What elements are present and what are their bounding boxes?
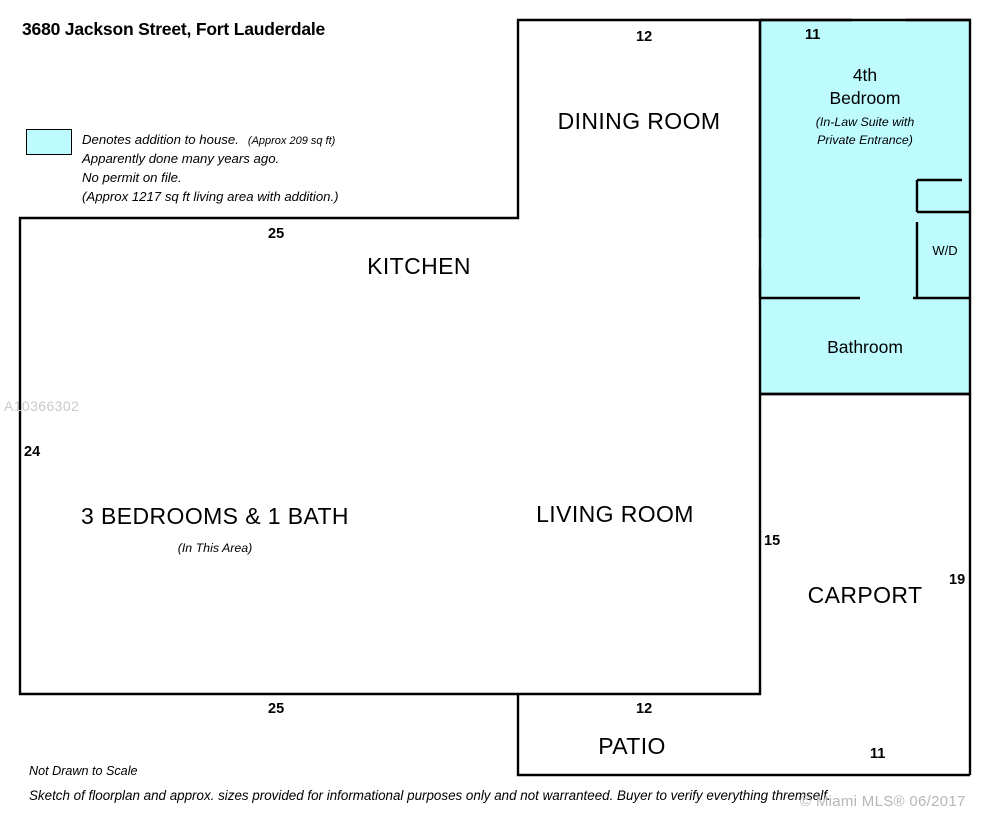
dimension-patio-top: 12: [636, 701, 653, 717]
room-label-kitchen: KITCHEN: [367, 253, 471, 279]
mls-id-watermark: A10366302: [4, 398, 80, 414]
dimension-dining-top: 12: [636, 29, 653, 45]
legend-line-2: Apparently done many years ago.: [82, 151, 280, 166]
legend-line-1-text: Denotes addition to house.: [82, 132, 239, 147]
room-label-fourth-bedroom-sub1: (In-Law Suite with: [815, 115, 915, 129]
legend-line-3: No permit on file.: [82, 170, 182, 185]
fourth-bedroom-fill: [760, 20, 970, 298]
dimension-left-wall: 24: [24, 444, 41, 460]
disclaimer-text: Sketch of floorplan and approx. sizes pr…: [29, 788, 831, 803]
addition-color-swatch: [26, 129, 72, 155]
dimension-bedroom-top: 11: [805, 27, 821, 43]
dimension-kitchen-top: 25: [268, 226, 285, 242]
room-label-patio: PATIO: [598, 733, 666, 759]
room-label-bedrooms-area-sublabel: (In This Area): [177, 541, 253, 555]
room-label-bathroom: Bathroom: [827, 337, 903, 357]
legend-line-1-sub: (Approx 209 sq ft): [247, 135, 336, 147]
room-label-fourth-bedroom-sub2: Private Entrance): [817, 133, 913, 147]
legend-line-1: Denotes addition to house. (Approx 209 sq…: [82, 132, 335, 147]
page-title: 3680 Jackson Street, Fort Lauderdale: [22, 19, 326, 39]
room-label-living-room: LIVING ROOM: [536, 501, 694, 527]
room-label-carport: CARPORT: [807, 582, 923, 608]
main-house-outline: [18, 18, 762, 696]
dimension-bottom-left: 25: [268, 701, 285, 717]
room-label-fourth-bedroom-line2: Bedroom: [829, 88, 901, 108]
not-to-scale-note: Not Drawn to Scale: [29, 764, 138, 778]
mls-copyright-watermark: © Miami MLS® 06/2017: [800, 793, 966, 810]
room-label-bedrooms-area: 3 BEDROOMS & 1 BATH: [81, 503, 349, 529]
room-label-dining-room: DINING ROOM: [557, 108, 721, 134]
patio-outline: [516, 694, 970, 777]
bathroom-fill: [760, 298, 970, 394]
room-label-fourth-bedroom-line1: 4th: [852, 65, 878, 85]
legend-line-4: (Approx 1217 sq ft living area with addi…: [82, 189, 339, 204]
room-label-washer-dryer: W/D: [932, 243, 958, 258]
dimension-carport-left: 15: [764, 533, 781, 549]
dimension-carport-right: 19: [949, 572, 966, 588]
dimension-patio-right: 11: [870, 746, 886, 762]
